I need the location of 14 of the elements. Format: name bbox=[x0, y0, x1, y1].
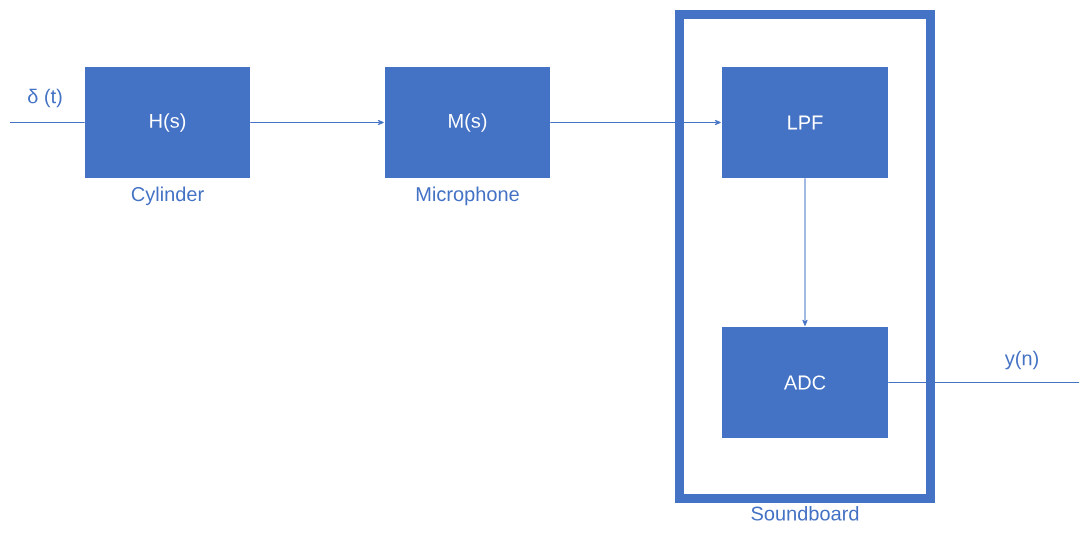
arrow bbox=[802, 177, 808, 326]
arrow bbox=[249, 119, 384, 126]
block-box: H(s) Cylinder bbox=[85, 67, 250, 206]
arrow bbox=[549, 119, 721, 126]
block-box: M(s) Microphone bbox=[385, 67, 550, 206]
block-box: ADC bbox=[722, 327, 888, 438]
node-label: Cylinder bbox=[131, 186, 204, 206]
edge-label: y(n) bbox=[1004, 350, 1038, 370]
block-box: LPF bbox=[722, 67, 888, 178]
node-label: Soundboard bbox=[751, 505, 859, 521]
signal-line bbox=[887, 382, 1079, 383]
node-label: Microphone bbox=[416, 186, 519, 206]
edge-label: δ (t) bbox=[28, 88, 62, 108]
signal-line bbox=[9, 122, 86, 123]
